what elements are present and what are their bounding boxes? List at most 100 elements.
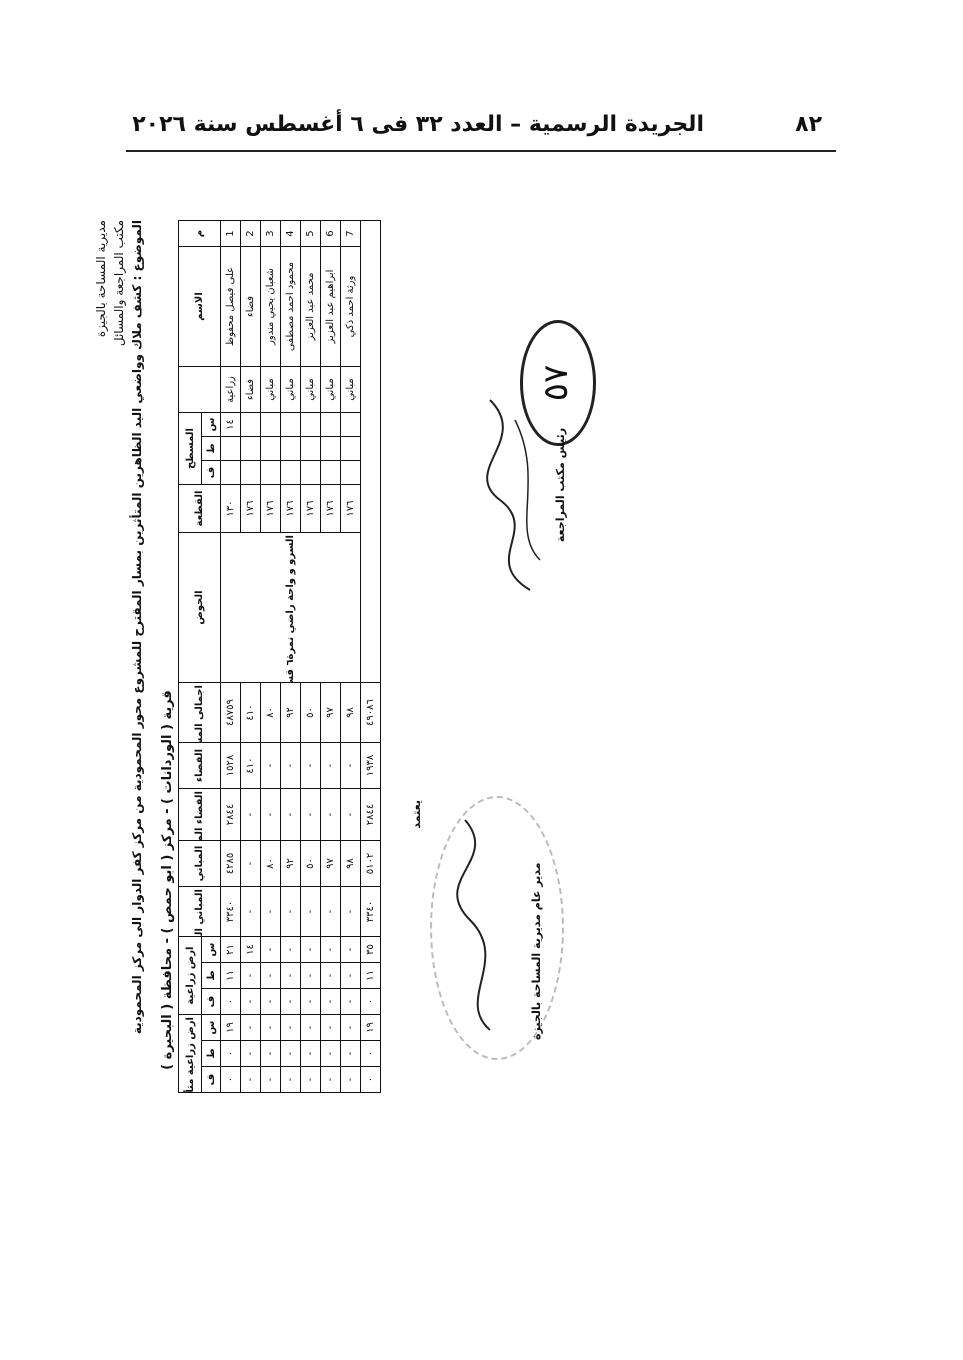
col-agri-s: س: [201, 936, 221, 963]
row-agri-t: -: [280, 962, 301, 989]
totals-agri-s: ٣٥: [360, 936, 381, 963]
col-parcel: القطعة: [178, 484, 221, 533]
row-name: ورثة احمد ذكي: [340, 246, 361, 367]
row-t: [240, 436, 261, 461]
totals-total: ٤٩٠٨٦: [360, 682, 381, 743]
row-parcel: ١٧٦: [340, 484, 361, 533]
row-parcel: ١٧٦: [260, 484, 281, 533]
row-f: [320, 460, 341, 485]
row-total: ٩٢: [280, 682, 301, 743]
row-aff-s: -: [320, 1014, 341, 1041]
page-number: ٨٢: [795, 112, 822, 137]
row-aff-f: -: [320, 1066, 341, 1093]
row-s: ١٤: [220, 412, 241, 437]
row-aff-f: ٠: [220, 1066, 241, 1093]
row-num: 7: [340, 220, 361, 247]
totals-agri-t: ١١: [360, 962, 381, 989]
row-num: 1: [220, 220, 241, 247]
row-build-aff: -: [240, 886, 261, 937]
row-name: محمود احمد مصطفى: [280, 246, 301, 367]
row-aff-f: -: [260, 1066, 281, 1093]
basin-name: السرو و واحة راضي نمرة٦ قسم اول الطراد: [220, 532, 361, 683]
director-signature-icon: [456, 819, 491, 1031]
row-agri-f: -: [240, 988, 261, 1015]
col-buildings: المباني: [178, 840, 221, 887]
row-t: [340, 436, 361, 461]
row-f: [280, 460, 301, 485]
row-agri-f: -: [340, 988, 361, 1015]
row-total: ٩٧: [320, 682, 341, 743]
row-type: مباني: [260, 366, 281, 413]
row-aff-f: -: [280, 1066, 301, 1093]
totals-agri-f: ٠: [360, 988, 381, 1015]
row-total: ٤١٠: [240, 682, 261, 743]
col-agri-affected: ارض زراعية متأثرة: [178, 1014, 202, 1093]
totals-aff-s: ١٩: [360, 1014, 381, 1041]
col-name: الاسم: [178, 246, 221, 367]
row-aff-t: -: [340, 1040, 361, 1067]
row-aff-t: -: [300, 1040, 321, 1067]
row-open-aff: -: [260, 788, 281, 841]
header-rule: [126, 150, 836, 152]
row-open-aff: -: [240, 788, 261, 841]
row-num: 2: [240, 220, 261, 247]
row-total: ٤٨٧٥٩: [220, 682, 241, 743]
row-type: مباني: [280, 366, 301, 413]
row-build: ٨٠: [260, 840, 281, 887]
row-aff-s: -: [280, 1014, 301, 1041]
gazette-title: الجريدة الرسمية – العدد ٣٢ فى ٦ أغسطس سن…: [132, 112, 704, 137]
row-aff-f: -: [300, 1066, 321, 1093]
row-build: ٥٠: [300, 840, 321, 887]
row-open-aff: -: [320, 788, 341, 841]
location-line: قرية ( الوردانات ) - مركز ( ابو حمص ) - …: [160, 690, 175, 1070]
row-total: ٥٠: [300, 682, 321, 743]
row-s: [240, 412, 261, 437]
row-aff-s: -: [340, 1014, 361, 1041]
row-parcel: ١٧٦: [320, 484, 341, 533]
heading-line-2: مكتب المراجعة والمسائل: [112, 220, 126, 347]
row-total: ٩٨: [340, 682, 361, 743]
row-type: زراعية: [220, 366, 241, 413]
row-open-aff: -: [340, 788, 361, 841]
approve-label: يعتمد: [410, 800, 423, 829]
col-aff-s: س: [201, 1014, 221, 1041]
row-open: ١٥٢٨: [220, 742, 241, 789]
col-agri-land: ارض زراعية: [178, 936, 202, 1015]
col-aff-f: ف: [201, 1066, 221, 1093]
row-parcel: ١٧٦: [280, 484, 301, 533]
row-aff-f: -: [240, 1066, 261, 1093]
row-name: فضاء: [240, 246, 261, 367]
row-agri-t: -: [340, 962, 361, 989]
subject-line: الموضوع : كشف ملاك وواضعي اليد الظاهرين …: [130, 220, 144, 1035]
row-num: 5: [300, 220, 321, 247]
heading-line-1: مديرية المساحة بالجيزة: [94, 220, 108, 338]
row-agri-s: ٢١: [220, 936, 241, 963]
totals-label: [360, 220, 381, 683]
col-area: المسطح: [178, 412, 202, 485]
row-f: [340, 460, 361, 485]
row-open: -: [280, 742, 301, 789]
row-open: -: [320, 742, 341, 789]
row-s: [340, 412, 361, 437]
row-agri-t: -: [320, 962, 341, 989]
directorate-heading: مديرية المساحة بالجيزة مكتب المراجعة وال…: [92, 220, 128, 346]
col-open: الفضاء: [178, 742, 221, 789]
row-aff-t: ٠: [220, 1040, 241, 1067]
row-num: 6: [320, 220, 341, 247]
row-name: على فيصل محفوظ: [220, 246, 241, 367]
row-agri-t: -: [240, 962, 261, 989]
row-total: ٨٠: [260, 682, 281, 743]
review-signature-icon: [486, 399, 541, 591]
row-f: [260, 460, 281, 485]
totals-open: ١٩٣٨: [360, 742, 381, 789]
row-build-aff: -: [260, 886, 281, 937]
row-s: [320, 412, 341, 437]
col-num: م: [178, 220, 221, 247]
row-agri-f: ٠: [220, 988, 241, 1015]
row-name: شعبان يحيي مندور: [260, 246, 281, 367]
row-f: [240, 460, 261, 485]
row-open-aff: -: [280, 788, 301, 841]
row-build-aff: -: [280, 886, 301, 937]
